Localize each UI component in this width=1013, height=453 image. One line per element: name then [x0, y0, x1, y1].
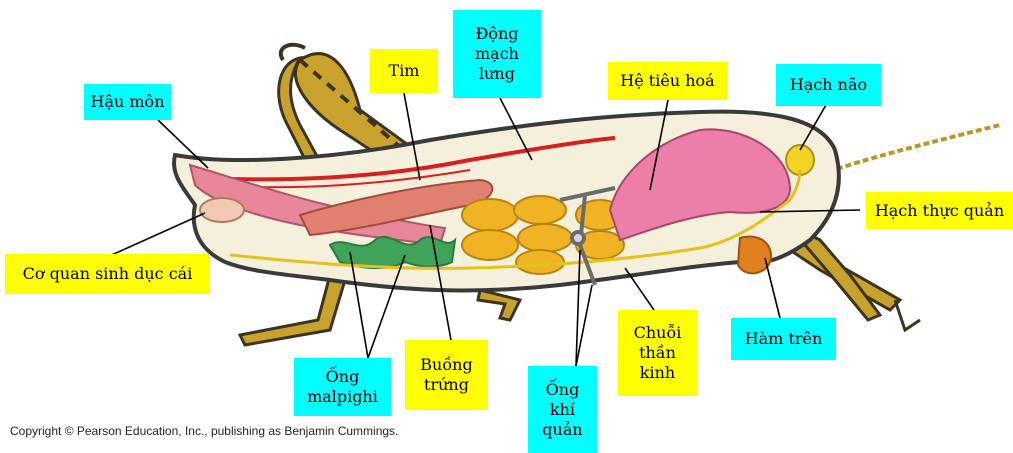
label-hach-thuc-quan: Hạch thực quản: [866, 192, 1013, 229]
label-he-tieu-hoa: Hệ tiêu hoá: [608, 62, 727, 100]
label-co-quan-sinh-duc-cai: Cơ quan sinh dục cái: [5, 254, 210, 294]
mouthparts: [738, 237, 771, 274]
label-hach-nao: Hạch não: [776, 64, 881, 106]
copyright-notice: Copyright © Pearson Education, Inc., pub…: [10, 424, 398, 438]
antenna: [820, 125, 1000, 175]
label-dong-mach-lung: Động mạch lưng: [453, 10, 541, 98]
label-ong-khi-quan: Ống khí quản: [528, 366, 597, 453]
reproductive-organ: [200, 198, 244, 222]
label-chuoi-than-kinh: Chuỗi thần kinh: [618, 310, 697, 396]
label-ham-tren: Hàm trên: [731, 318, 836, 360]
label-ong-malpighi: Ống malpighi: [294, 358, 391, 416]
label-buong-trung: Buồng trứng: [405, 340, 488, 410]
label-hau-mon: Hậu môn: [84, 84, 171, 120]
label-tim: Tim: [370, 49, 438, 93]
